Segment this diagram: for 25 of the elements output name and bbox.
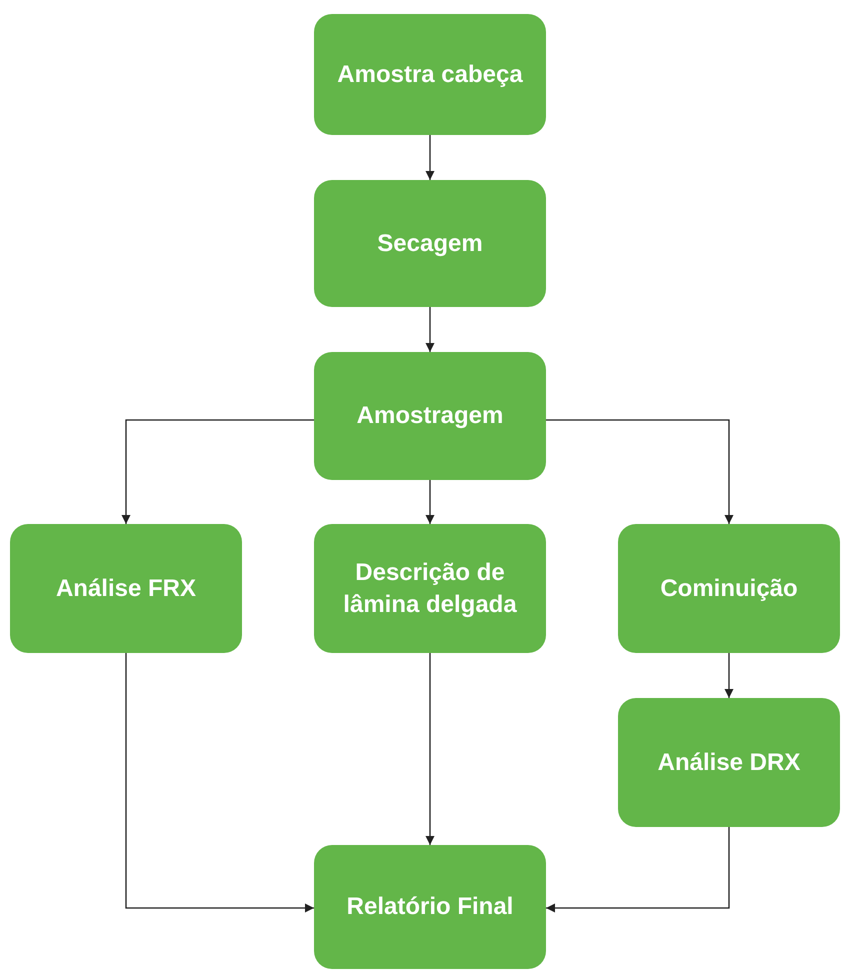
box-label: Análise FRX	[56, 574, 196, 604]
arrow	[125, 653, 314, 912]
arrow	[724, 653, 734, 698]
arrow	[426, 135, 434, 180]
process-box	[314, 180, 546, 307]
process-box	[10, 524, 242, 653]
box-label: Cominuição	[660, 574, 798, 604]
arrow	[546, 419, 734, 524]
box-label: Descrição de lâmina delgada	[342, 558, 518, 620]
arrow	[426, 653, 434, 845]
process-box	[314, 524, 546, 653]
box-label: Análise DRX	[658, 748, 800, 778]
process-box	[618, 698, 840, 827]
process-box	[314, 14, 546, 135]
process-box	[618, 524, 840, 653]
box-label: Amostragem	[356, 401, 504, 432]
arrow	[546, 827, 730, 912]
arrow	[426, 480, 434, 524]
box-label: Secagem	[377, 228, 483, 259]
arrow	[122, 419, 314, 524]
process-box	[314, 845, 546, 969]
process-box	[314, 352, 546, 480]
box-label: Relatório Final	[346, 892, 514, 922]
box-label: Amostra cabeça	[337, 60, 523, 90]
arrow	[426, 307, 434, 352]
